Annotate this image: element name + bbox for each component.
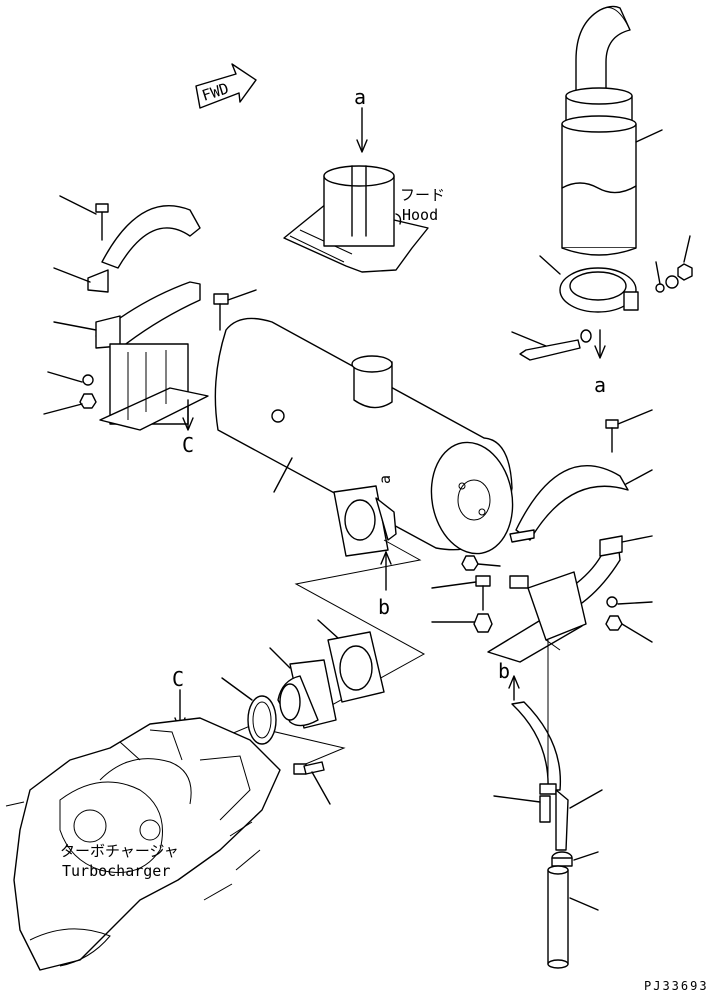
fwd-arrow-icon: FWD bbox=[195, 63, 257, 109]
ref-c-upper: C bbox=[182, 433, 194, 457]
ref-c-lower: C bbox=[172, 667, 184, 691]
tail-pipe-clamp: a bbox=[511, 235, 693, 397]
ref-b-left: b bbox=[378, 595, 390, 619]
ref-a-top: a bbox=[354, 85, 366, 109]
tail-pipe bbox=[561, 5, 663, 256]
ref-a-vertical: a bbox=[376, 475, 394, 484]
ref-a-bottom: a bbox=[594, 373, 606, 397]
reference-markers: a b bbox=[376, 475, 394, 619]
ref-b-right: b bbox=[498, 659, 510, 683]
drain-tube bbox=[493, 640, 603, 969]
turbocharger-en-label: Turbocharger bbox=[62, 862, 170, 880]
exhaust-connector bbox=[221, 619, 385, 805]
turbocharger: C ターボチャージャ Turbocharger bbox=[5, 667, 281, 971]
hood-en-label: Hood bbox=[402, 206, 438, 224]
hood-jp-label: フード bbox=[400, 186, 445, 204]
hood-exhaust-stack: a フード Hood bbox=[283, 85, 445, 273]
muffler-body bbox=[214, 317, 514, 571]
left-muffler-bracket: C bbox=[43, 195, 257, 457]
turbocharger-jp-label: ターボチャージャ bbox=[60, 842, 179, 860]
drawing-code: PJ33693 bbox=[644, 979, 709, 993]
right-muffler-bracket: b bbox=[431, 409, 653, 701]
